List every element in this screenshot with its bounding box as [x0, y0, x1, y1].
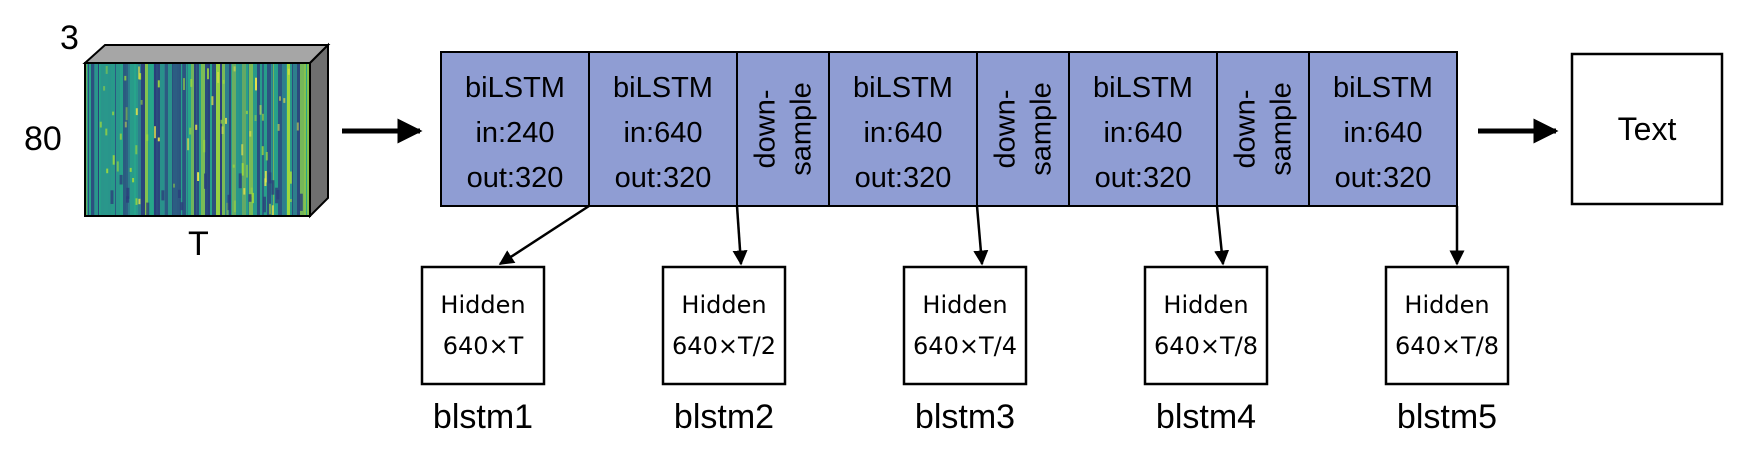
bilstm-block: biLSTM in:640 out:320	[828, 51, 978, 207]
bilstm-line: in:640	[1103, 117, 1182, 149]
hidden-box	[902, 265, 1028, 386]
output-label: Text	[1618, 111, 1677, 147]
bilstm-line: out:320	[467, 162, 564, 194]
bilstm-line: biLSTM	[465, 72, 565, 104]
hidden-shape: 640×T/8	[1395, 332, 1499, 360]
depth-label: 3	[60, 19, 79, 57]
downsample-block: down-sample	[1216, 51, 1310, 207]
bilstm-line: out:320	[1335, 162, 1432, 194]
hidden-name: blstm3	[915, 398, 1015, 436]
downsample-line: sample	[1026, 82, 1058, 176]
downsample-line: sample	[786, 82, 818, 176]
hidden-box	[420, 265, 546, 386]
hidden-state-5: Hidden 640×T/8 blstm5	[1384, 206, 1510, 436]
downsample-line: sample	[1266, 82, 1298, 176]
hidden-shape: 640×T/8	[1154, 332, 1258, 360]
bilstm-line: out:320	[615, 162, 712, 194]
hidden-name: blstm1	[433, 398, 533, 436]
bilstm-line: in:640	[863, 117, 942, 149]
bilstm-block: biLSTM in:640 out:320	[588, 51, 738, 207]
hidden-state-3: Hidden 640×T/4 blstm3	[902, 205, 1028, 436]
hidden-state-4: Hidden 640×T/8 blstm4	[1143, 205, 1269, 436]
downsample-line: down-	[750, 90, 782, 169]
bilstm-line: in:240	[475, 117, 554, 149]
hidden-title: Hidden	[1404, 291, 1489, 319]
downsample-block: down-sample	[736, 51, 830, 207]
output-box: Text	[1570, 52, 1724, 206]
hidden-name: blstm5	[1397, 398, 1497, 436]
bilstm-line: in:640	[1343, 117, 1422, 149]
hidden-name: blstm2	[674, 398, 774, 436]
hidden-shape: 640×T/2	[672, 332, 776, 360]
hidden-box	[1384, 265, 1510, 386]
hidden-title: Hidden	[681, 291, 766, 319]
spectrogram-image	[85, 63, 310, 216]
bilstm-block: biLSTM in:240 out:320	[440, 51, 590, 207]
hidden-title: Hidden	[440, 291, 525, 319]
block-frame	[1216, 51, 1310, 207]
hidden-title: Hidden	[922, 291, 1007, 319]
hidden-box	[661, 265, 787, 386]
hidden-state-2: Hidden 640×T/2 blstm2	[661, 205, 787, 436]
encoder-stack: biLSTM in:240 out:320 biLSTM in:640 out:320 do…	[440, 51, 1458, 207]
input-tensor	[82, 42, 331, 219]
block-frame	[1308, 51, 1458, 207]
hidden-shape: 640×T/4	[913, 332, 1017, 360]
height-label: 80	[24, 120, 62, 158]
bilstm-line: biLSTM	[1333, 72, 1433, 104]
tensor-front-face	[84, 62, 311, 217]
block-frame	[1068, 51, 1218, 207]
time-label: T	[188, 225, 209, 263]
hidden-box	[1143, 265, 1269, 386]
hidden-title: Hidden	[1163, 291, 1248, 319]
tensor-side-face	[309, 42, 329, 219]
downsample-block: down-sample	[976, 51, 1070, 207]
bilstm-line: biLSTM	[613, 72, 713, 104]
output-box-frame	[1570, 52, 1724, 206]
connector-arrow	[1214, 205, 1230, 266]
bilstm-line: biLSTM	[1093, 72, 1193, 104]
bilstm-line: out:320	[855, 162, 952, 194]
hidden-state-1: Hidden 640×T blstm1	[420, 204, 590, 436]
downsample-line: down-	[1230, 90, 1262, 169]
hidden-shape: 640×T	[443, 332, 524, 360]
bilstm-line: biLSTM	[853, 72, 953, 104]
tensor-top-face	[82, 44, 331, 64]
connector-arrow	[732, 205, 748, 266]
bilstm-line: in:640	[623, 117, 702, 149]
block-frame	[976, 51, 1070, 207]
bilstm-line: out:320	[1095, 162, 1192, 194]
connector-arrow	[498, 204, 590, 266]
hidden-states: Hidden640×Tblstm1Hidden640×T/2blstm2Hidd…	[420, 204, 1510, 436]
bilstm-block: biLSTM in:640 out:320	[1068, 51, 1218, 207]
hidden-name: blstm4	[1156, 398, 1256, 436]
block-frame	[828, 51, 978, 207]
downsample-line: down-	[990, 90, 1022, 169]
connector-arrow	[973, 205, 989, 266]
bilstm-block: biLSTM in:640 out:320	[1308, 51, 1458, 207]
